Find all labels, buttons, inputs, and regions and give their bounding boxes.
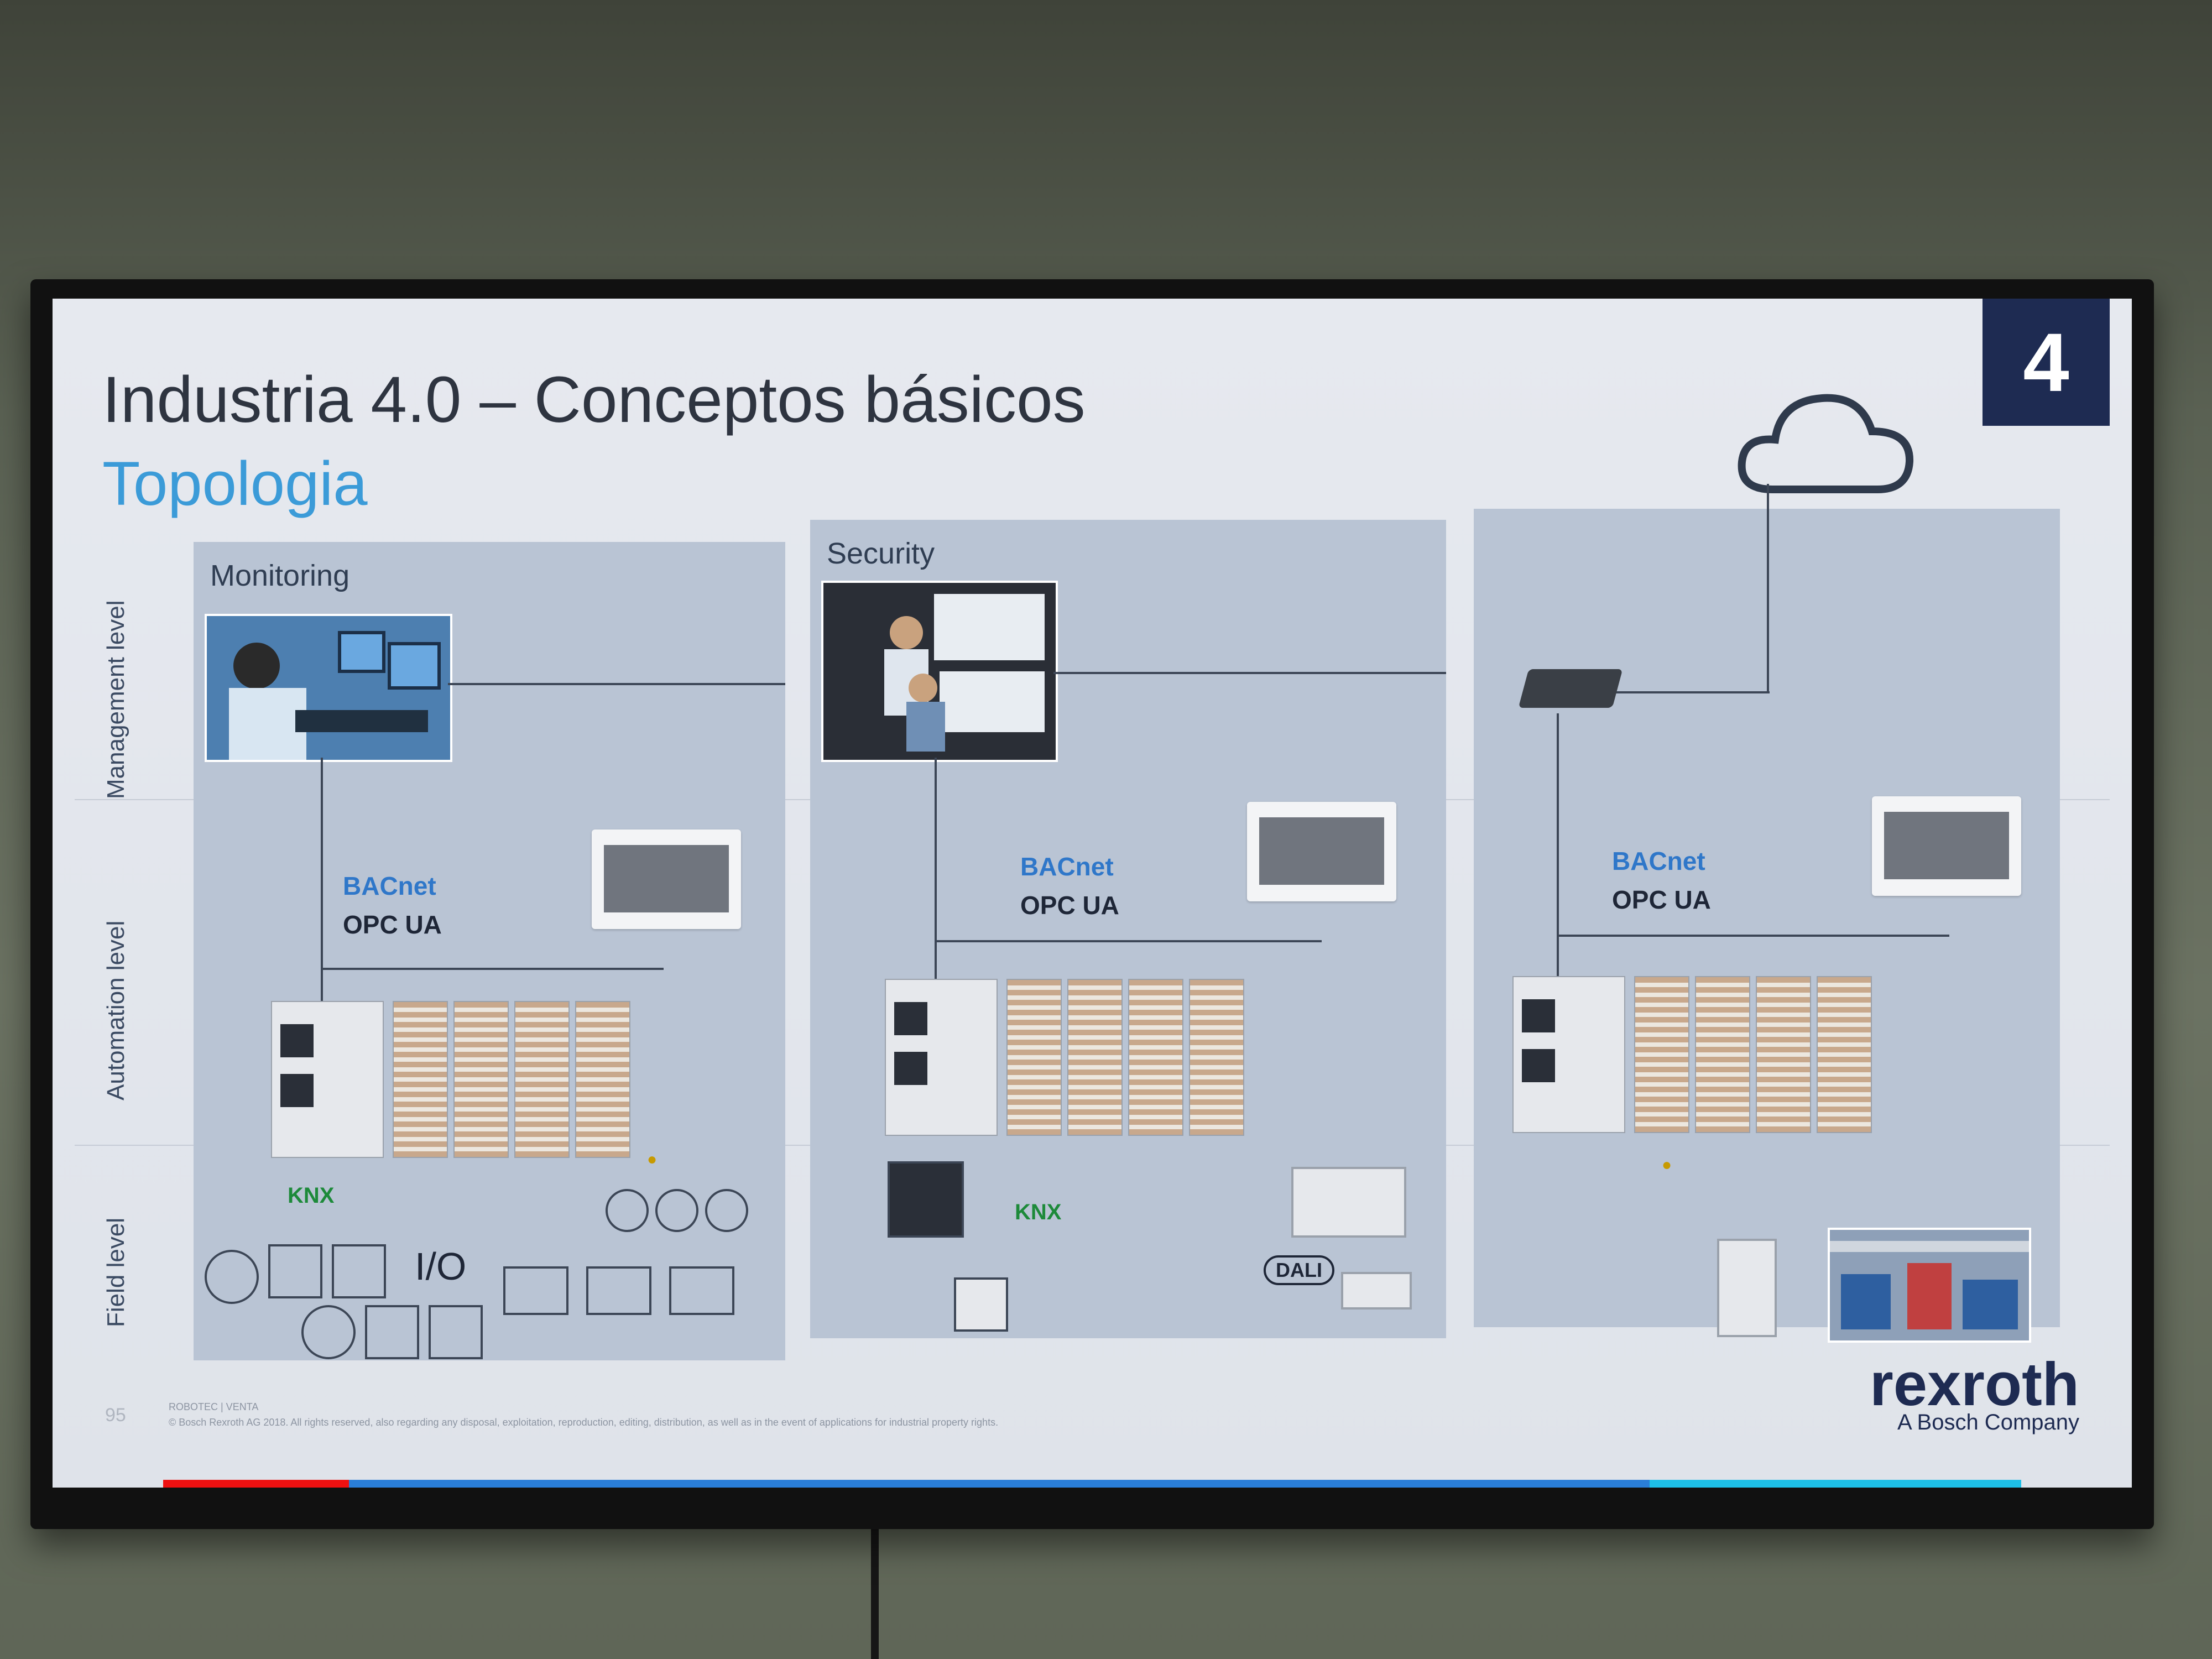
field-sensor: [205, 1250, 259, 1304]
plc-io-module: [1067, 979, 1123, 1136]
plc-io-module: [1695, 976, 1750, 1133]
field-drive: [669, 1266, 734, 1315]
plant-photo: [1828, 1228, 2031, 1343]
field-drive: [503, 1266, 568, 1315]
plc-io-module: [514, 1001, 570, 1158]
field-device: [365, 1305, 419, 1359]
panel-security: Security BACnet OPC UA KNX DALI: [810, 520, 1446, 1338]
plc-io-module: [1189, 979, 1244, 1136]
wire: [1609, 691, 1770, 693]
field-cabinet: [1717, 1239, 1777, 1337]
footer-page-number: 95: [105, 1405, 126, 1426]
footer-company: ROBOTEC | VENTA: [169, 1401, 259, 1412]
opcua-logo: OPC UA: [1020, 891, 1119, 920]
field-switch: [954, 1277, 1008, 1332]
monitoring-photo: [205, 614, 452, 762]
modbus-logo: ●: [1662, 1156, 1672, 1174]
plc-controller: [271, 1001, 636, 1158]
wire: [1053, 672, 1446, 674]
bacnet-logo: BACnet: [1612, 847, 1705, 875]
tv-cable: [871, 1515, 879, 1659]
cloud-icon: [1738, 394, 1914, 493]
plc-controller: [1512, 976, 1877, 1133]
field-device: [332, 1244, 386, 1298]
io-label: I/O: [415, 1245, 467, 1288]
field-device: [429, 1305, 483, 1359]
field-meter: [705, 1189, 748, 1232]
plc-cpu: [885, 979, 998, 1136]
field-device: [268, 1244, 322, 1298]
plc-io-module: [1128, 979, 1183, 1136]
plc-io-module: [1817, 976, 1872, 1133]
hmi-touch-panel: [1872, 796, 2021, 896]
plc-controller: [885, 979, 1250, 1136]
field-meter: [655, 1189, 698, 1232]
plc-io-module: [1756, 976, 1811, 1133]
security-photo: [821, 581, 1058, 762]
plc-io-module: [393, 1001, 448, 1158]
opcua-logo: OPC UA: [1612, 885, 1711, 914]
field-meter: [606, 1189, 649, 1232]
bacnet-logo: BACnet: [343, 872, 436, 900]
wire: [1767, 484, 1769, 691]
modbus-logo: ●: [647, 1150, 658, 1168]
wire: [935, 758, 937, 1001]
level-label-management: Management level: [102, 600, 129, 799]
dali-logo: DALI: [1264, 1255, 1334, 1285]
brand-logo: rexroth: [1870, 1350, 2079, 1418]
slide-title: Industria 4.0 – Conceptos básicos: [102, 363, 1086, 436]
footer-copyright: © Bosch Rexroth AG 2018. All rights rese…: [169, 1417, 999, 1428]
slide-screen: Industria 4.0 – Conceptos básicos Topolo…: [53, 299, 2132, 1488]
wire: [1557, 713, 1559, 979]
knx-logo: KNX: [1015, 1200, 1062, 1224]
plc-cpu: [271, 1001, 384, 1158]
wire: [935, 940, 1322, 942]
bacnet-logo: BACnet: [1020, 852, 1114, 881]
plc-io-module: [1006, 979, 1062, 1136]
wire: [448, 683, 785, 685]
level-label-automation: Automation level: [102, 920, 129, 1100]
plc-io-module: [1634, 976, 1689, 1133]
iot-gateway: [1518, 669, 1623, 708]
field-sensor: [301, 1305, 356, 1359]
footer-legal: ROBOTEC | VENTA © Bosch Rexroth AG 2018.…: [169, 1399, 1551, 1430]
slide-subtitle: Topologia: [102, 449, 368, 518]
panel-title-monitoring: Monitoring: [210, 559, 350, 592]
opcua-logo: OPC UA: [343, 910, 442, 939]
wire: [1557, 935, 1949, 937]
field-light: [1341, 1272, 1412, 1310]
plc-io-module: [575, 1001, 630, 1158]
level-label-field: Field level: [102, 1217, 129, 1327]
bosch-color-bar: [163, 1480, 2021, 1488]
plc-cpu: [1512, 976, 1625, 1133]
field-touch-panel: [888, 1161, 964, 1238]
wire: [321, 968, 664, 970]
panel-title-security: Security: [827, 537, 935, 570]
plc-io-module: [453, 1001, 509, 1158]
wire: [321, 758, 323, 1001]
knx-logo: KNX: [288, 1183, 335, 1208]
page-number-badge: 4: [1983, 299, 2110, 426]
field-drive: [586, 1266, 651, 1315]
brand-tagline: A Bosch Company: [1897, 1410, 2079, 1434]
field-blinds: [1291, 1167, 1406, 1238]
panel-cloud: BACnet OPC UA ●: [1474, 484, 2060, 1343]
hmi-touch-panel: [592, 830, 741, 929]
panel-monitoring: Monitoring BACnet OPC UA KNX ● I/O: [194, 542, 785, 1360]
hmi-touch-panel: [1247, 802, 1396, 901]
